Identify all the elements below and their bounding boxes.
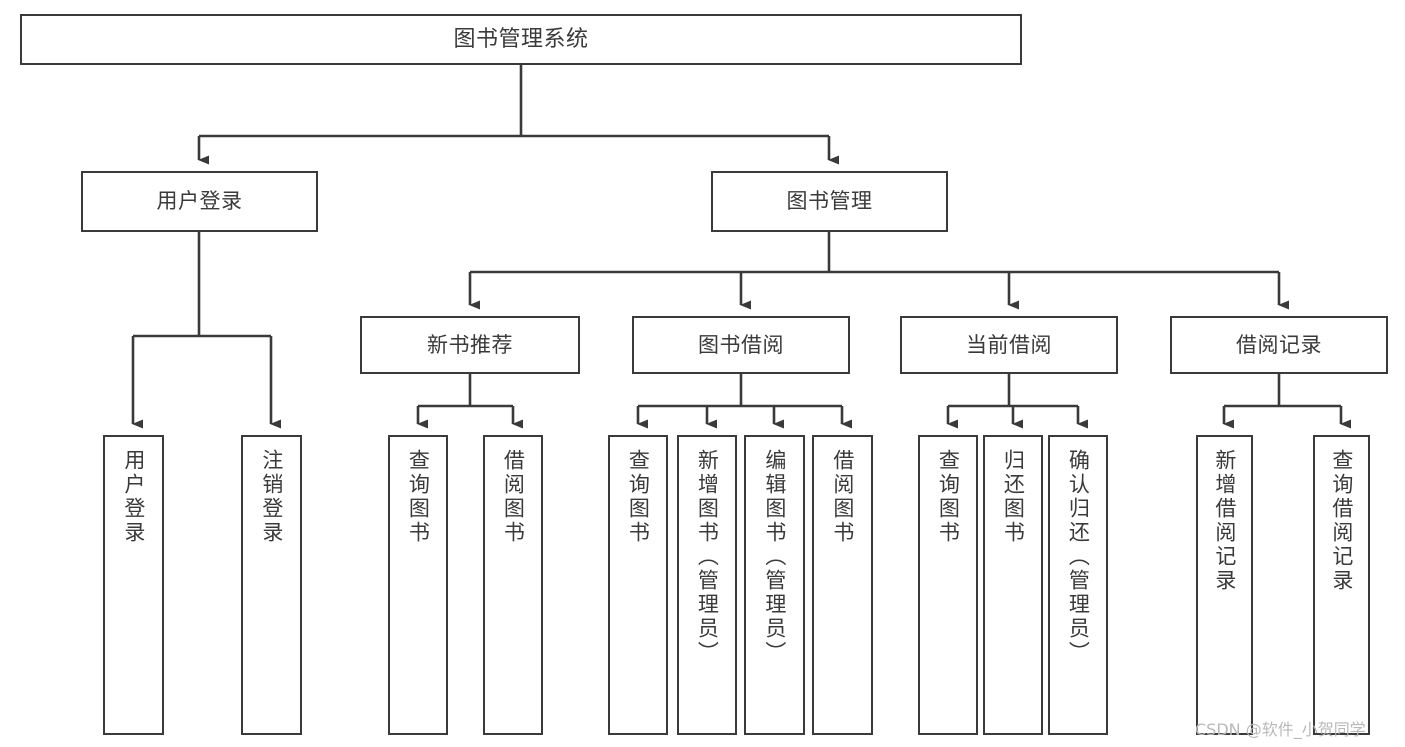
node-label: 新增图书（管理员） <box>695 449 720 665</box>
node-label: 注销登录 <box>259 449 284 545</box>
node-label: 查询图书 <box>936 449 961 545</box>
node-leaf-5[interactable]: 新增图书（管理员） <box>677 435 737 735</box>
node-leaf-11[interactable]: 新增借阅记录 <box>1196 435 1253 735</box>
node-leaf-8[interactable]: 查询图书 <box>918 435 978 735</box>
node-leaf-4[interactable]: 查询图书 <box>608 435 668 735</box>
node-level3-0[interactable]: 新书推荐 <box>360 316 580 374</box>
node-label: 用户登录 <box>121 449 146 545</box>
node-label: 借阅图书 <box>501 449 526 545</box>
node-label: 查询图书 <box>626 449 651 545</box>
node-label: 新书推荐 <box>427 332 513 357</box>
node-level2-1[interactable]: 图书管理 <box>711 171 948 232</box>
node-label: 借阅记录 <box>1236 332 1322 357</box>
node-level3-3[interactable]: 借阅记录 <box>1170 316 1388 374</box>
node-root[interactable]: 图书管理系统 <box>20 14 1022 65</box>
node-level2-0[interactable]: 用户登录 <box>81 171 318 232</box>
node-leaf-12[interactable]: 查询借阅记录 <box>1313 435 1370 735</box>
node-leaf-7[interactable]: 借阅图书 <box>812 435 873 735</box>
node-leaf-6[interactable]: 编辑图书（管理员） <box>744 435 805 735</box>
node-label: 图书管理 <box>786 189 873 214</box>
node-leaf-10[interactable]: 确认归还（管理员） <box>1048 435 1108 735</box>
node-label: 当前借阅 <box>966 332 1052 357</box>
node-label: 编辑图书（管理员） <box>762 449 787 665</box>
node-label: 借阅图书 <box>830 449 855 545</box>
node-label: 归还图书 <box>1001 449 1026 545</box>
node-level3-2[interactable]: 当前借阅 <box>900 316 1118 374</box>
node-leaf-1[interactable]: 注销登录 <box>241 435 302 735</box>
node-label: 查询借阅记录 <box>1329 449 1354 593</box>
node-label: 新增借阅记录 <box>1212 449 1237 593</box>
node-level3-1[interactable]: 图书借阅 <box>632 316 850 374</box>
node-label: 查询图书 <box>406 449 431 545</box>
node-leaf-3[interactable]: 借阅图书 <box>483 435 543 735</box>
node-label: 用户登录 <box>156 189 243 214</box>
node-leaf-0[interactable]: 用户登录 <box>103 435 164 735</box>
node-leaf-2[interactable]: 查询图书 <box>388 435 448 735</box>
node-label: 图书管理系统 <box>453 26 589 52</box>
node-label: 图书借阅 <box>698 332 784 357</box>
node-leaf-9[interactable]: 归还图书 <box>983 435 1043 735</box>
node-label: 确认归还（管理员） <box>1066 449 1091 665</box>
